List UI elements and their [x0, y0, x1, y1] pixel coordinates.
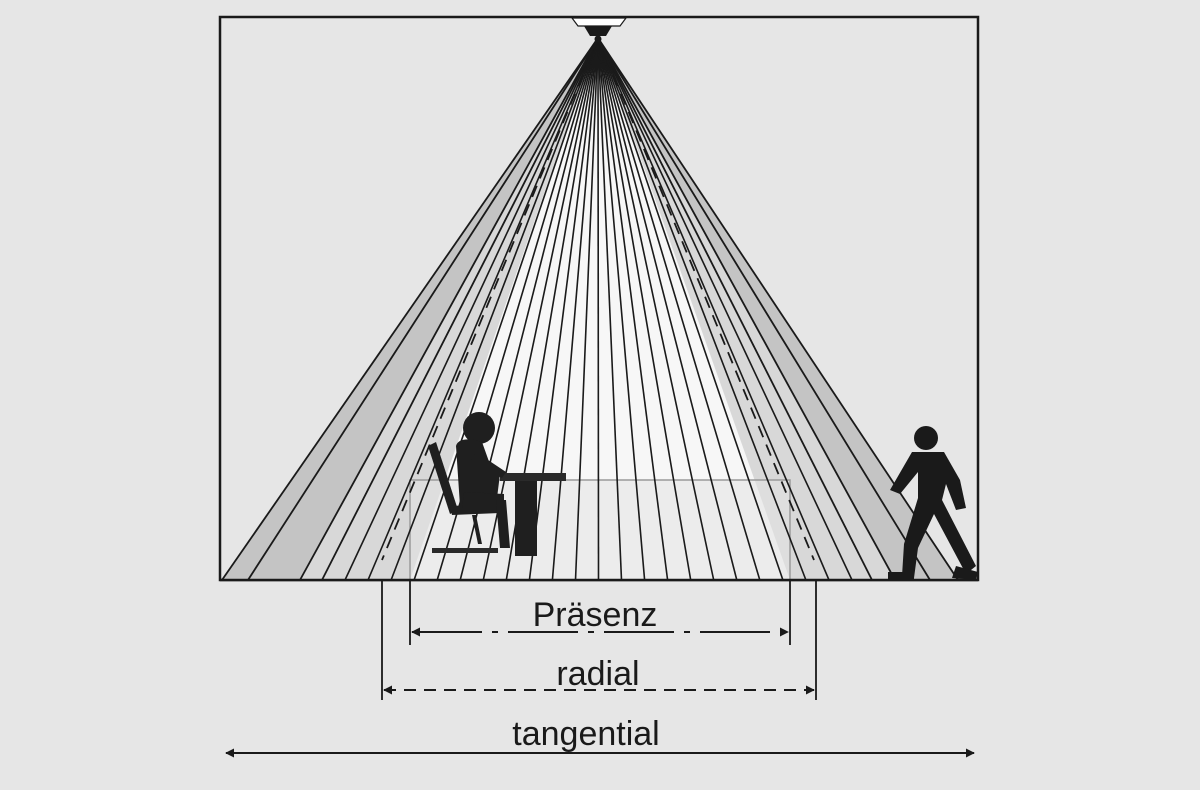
cone-ray	[551, 37, 599, 581]
cone-ray	[482, 37, 599, 581]
cone-ray	[597, 37, 830, 581]
presence-dimension: Präsenz	[409, 580, 791, 645]
cone-ray	[597, 37, 738, 581]
cone-ray	[597, 37, 623, 581]
cone-ray	[597, 37, 692, 581]
cone-ray	[528, 37, 599, 581]
seated-person-icon	[428, 412, 566, 556]
cone-ray	[390, 37, 599, 581]
cone-ray	[597, 37, 669, 581]
cone-ray	[367, 37, 599, 581]
cone-ray	[597, 37, 761, 581]
cone-ray	[597, 37, 853, 581]
cone-ray	[574, 37, 599, 581]
walking-person-icon	[888, 426, 978, 580]
cone-ray	[597, 37, 715, 581]
cone-ray	[597, 37, 600, 581]
radial-dimension: radial	[381, 580, 817, 700]
tangential-label: tangential	[512, 715, 659, 753]
cone-ray	[597, 37, 807, 581]
radial-label: radial	[556, 655, 639, 693]
presence-label: Präsenz	[533, 596, 658, 634]
cone-ray	[597, 37, 646, 581]
radial-boundary-lines	[381, 37, 815, 561]
ceiling-sensor-icon	[570, 17, 628, 43]
cone-ray	[344, 37, 599, 581]
tangential-dimension: tangential	[225, 715, 975, 758]
cone-ray	[597, 37, 784, 581]
